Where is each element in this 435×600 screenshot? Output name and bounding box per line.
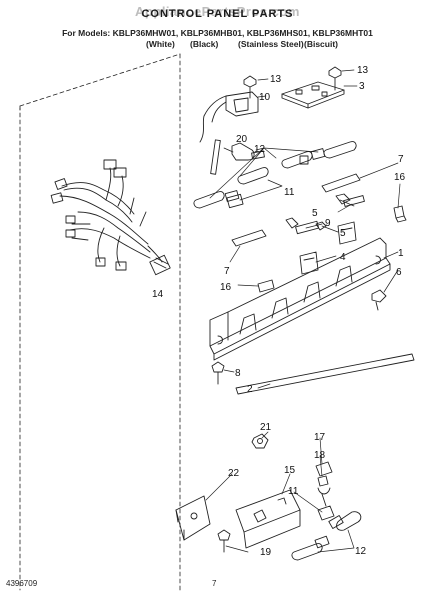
control-housing-1 bbox=[209, 237, 391, 361]
color-stainless: (Stainless Steel) bbox=[238, 39, 304, 49]
callout: 12 bbox=[254, 144, 266, 155]
switch-17-18 bbox=[315, 461, 333, 507]
control-board-3 bbox=[281, 81, 345, 109]
screw-19 bbox=[217, 529, 231, 553]
color-white: (White) bbox=[146, 39, 175, 49]
callout: 11 bbox=[288, 486, 299, 497]
callout: 7 bbox=[398, 154, 404, 165]
callout: 3 bbox=[359, 81, 365, 92]
callout: 14 bbox=[152, 289, 164, 300]
lens-7-upper bbox=[321, 173, 361, 193]
bulb-group-mid bbox=[285, 193, 365, 235]
callout: 17 bbox=[314, 432, 326, 443]
callout: 13 bbox=[357, 65, 369, 76]
callout: 18 bbox=[314, 450, 326, 461]
page-number: 7 bbox=[212, 579, 217, 588]
callout: 15 bbox=[284, 465, 296, 476]
callout: 2 bbox=[247, 384, 253, 395]
models-line: For Models: KBLP36MHW01, KBLP36MHB01, KB… bbox=[62, 28, 373, 38]
clip-16b bbox=[257, 279, 275, 293]
color-black: (Black) bbox=[190, 39, 219, 49]
callout: 21 bbox=[260, 422, 272, 433]
callout: 4 bbox=[340, 252, 346, 263]
callout: 1 bbox=[398, 248, 404, 259]
socket-bracket-4 bbox=[299, 221, 357, 275]
callout: 9 bbox=[325, 218, 331, 229]
bracket-plate-22 bbox=[175, 495, 211, 541]
callout: 22 bbox=[228, 468, 240, 479]
callout: 12 bbox=[355, 546, 367, 557]
bulb-group-upper bbox=[193, 141, 357, 209]
part-number: 4396709 bbox=[6, 579, 38, 588]
callout: 5 bbox=[312, 208, 318, 219]
callout: 19 bbox=[260, 547, 272, 558]
callout: 16 bbox=[220, 282, 232, 293]
callout-labels: 1 2 3 4 5 5 6 7 7 8 9 10 11 11 12 12 13 … bbox=[152, 65, 406, 558]
callout: 16 bbox=[394, 172, 406, 183]
switch-bracket-10 bbox=[199, 91, 259, 143]
callout: 5 bbox=[340, 228, 346, 239]
color-biscuit: (Biscuit) bbox=[304, 39, 338, 49]
diagram-title: CONTROL PANEL PARTS bbox=[141, 8, 294, 20]
bracket-6 bbox=[371, 289, 387, 311]
cover-15 bbox=[235, 489, 301, 549]
socket-11b bbox=[317, 505, 335, 521]
lens-7-lower bbox=[231, 229, 267, 247]
callout: 13 bbox=[270, 74, 282, 85]
screw-8 bbox=[211, 361, 225, 385]
callout: 20 bbox=[236, 134, 248, 145]
wire-harness bbox=[50, 159, 171, 276]
callout: 11 bbox=[284, 187, 295, 198]
nut-21 bbox=[251, 433, 269, 449]
clip-16a bbox=[393, 205, 407, 223]
rod-20 bbox=[210, 139, 221, 175]
callout: 6 bbox=[396, 267, 402, 278]
trim-strip-2 bbox=[235, 353, 415, 395]
cabinet-outline bbox=[19, 53, 181, 591]
callout: 8 bbox=[235, 368, 241, 379]
callout: 10 bbox=[259, 92, 271, 103]
leader-lines bbox=[205, 69, 401, 553]
screw-13b bbox=[328, 66, 342, 91]
watermark: AppliancePartsPros.com bbox=[135, 4, 300, 19]
callout: 7 bbox=[224, 266, 230, 277]
